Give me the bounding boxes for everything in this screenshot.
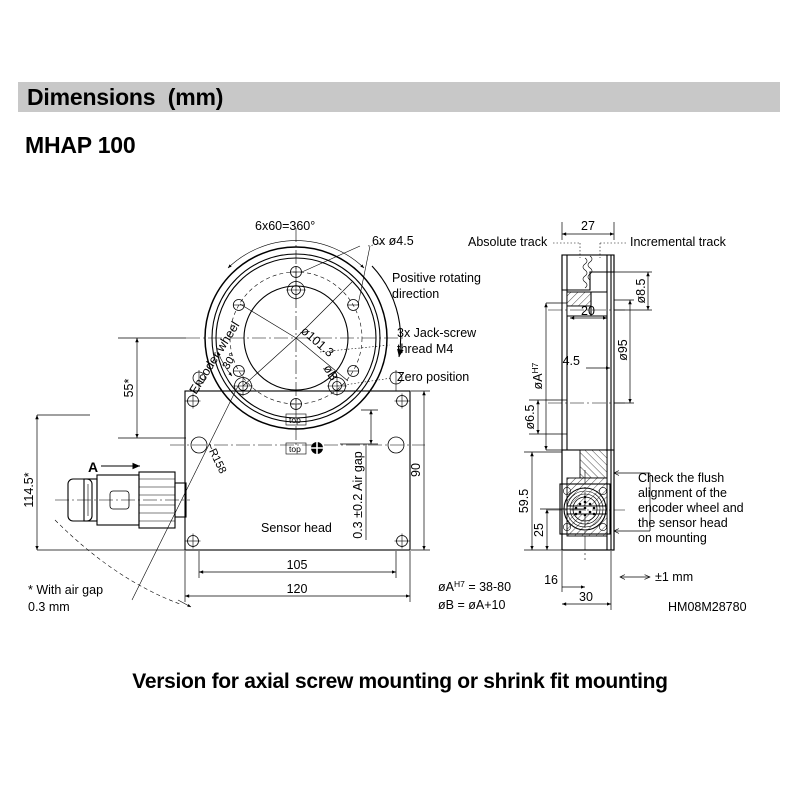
flush-alignment-callout: Check the flush alignment of the encoder…	[614, 471, 744, 545]
flush-note-line3: encoder wheel and	[638, 501, 744, 515]
front-view-dimensions: 114.5* 55* 105 120 90	[22, 337, 430, 602]
absolute-track-label: Absolute track	[468, 235, 548, 249]
model-name-title: MHAP 100	[25, 132, 136, 158]
top-marker-upper-text: top	[289, 415, 301, 425]
top-marker-lower-text: top	[289, 444, 301, 454]
incremental-track-label: Incremental track	[630, 235, 727, 249]
side-section-view	[548, 254, 625, 560]
flush-note-line2: alignment of the	[638, 486, 727, 500]
dim-120-label: 120	[287, 582, 308, 596]
dia-6-5-label: ø6.5	[523, 404, 537, 429]
flush-note-line1: Check the flush	[638, 471, 724, 485]
top-marker-upper: top	[285, 413, 307, 426]
dia-a-range-note: øAH7 = 38-80	[438, 579, 511, 594]
dim-25-label: 25	[532, 523, 546, 537]
cable-connector: A	[55, 459, 190, 529]
encoder-wheel: 30° ø101.3 øB Encoder wheel top top	[186, 228, 406, 457]
dim-55-label: 55*	[122, 378, 136, 397]
dia-8-5-label: ø8.5	[634, 278, 648, 303]
dia-b-label: øB	[320, 362, 340, 383]
drawing-caption: Version for axial screw mounting or shri…	[132, 670, 668, 693]
side-view-dimensions: 27 20 4.5 ø8.5 ø95 øAH7	[517, 219, 693, 610]
six-by-sixty-label: 6x60=360°	[255, 219, 315, 233]
radius-158-label: ~R158	[203, 441, 228, 476]
jack-screw-label-line1: 3x Jack-screw	[397, 326, 477, 340]
bottom-notes: øAH7 = 38-80 øB = øA+10 HM08M28780	[438, 579, 747, 614]
dim-59-5-label: 59.5	[517, 489, 531, 513]
drawing-number: HM08M28780	[668, 600, 747, 614]
section-arrow-a-label: A	[88, 459, 98, 475]
sensor-head-body: Sensor head	[170, 370, 425, 551]
flush-note-line5: on mounting	[638, 531, 707, 545]
zero-position-label: Zero position	[397, 370, 469, 384]
dimensions-header-bar	[18, 82, 780, 112]
flush-note-line4: the sensor head	[638, 516, 728, 530]
track-labels: Absolute track Incremental track	[468, 235, 727, 258]
encoder-wheel-holes-6x	[232, 266, 360, 410]
positive-rotating-direction-label: direction	[392, 287, 439, 301]
dim-30-label: 30	[579, 590, 593, 604]
dia-a-h7-label: øAH7	[530, 362, 545, 389]
dim-27-label: 27	[581, 219, 595, 233]
air-gap-label: 0.3 ±0.2 Air gap	[351, 451, 365, 539]
footnote-line1: * With air gap	[28, 583, 103, 597]
dia-95-label: ø95	[616, 339, 630, 361]
dimensions-header-title: Dimensions (mm)	[27, 84, 224, 110]
tolerance-label: ±1 mm	[655, 570, 693, 584]
dim-20-label: 20	[581, 304, 595, 318]
positive-rotating-label: Positive rotating	[392, 271, 481, 285]
sensor-head-label: Sensor head	[261, 521, 332, 535]
dia-101-3-label: ø101.3	[298, 324, 337, 360]
dim-90-label: 90	[409, 463, 423, 477]
six-holes-label: 6x ø4.5	[372, 234, 414, 248]
footnote-line2: 0.3 mm	[28, 600, 70, 614]
jack-screw-label-line2: thread M4	[397, 342, 453, 356]
dia-b-formula-note: øB = øA+10	[438, 598, 505, 612]
mounting-screw-holes	[185, 393, 410, 549]
dim-114-5-label: 114.5*	[22, 472, 36, 507]
top-marker-lower: top	[285, 439, 326, 457]
dim-105-label: 105	[287, 558, 308, 572]
radius-158-line: ~R158	[54, 385, 239, 608]
dim-4-5-label: 4.5	[563, 354, 580, 368]
front-view-leaders: 6x ø4.5 6x60=360° Positive rotating dire…	[255, 219, 481, 387]
dim-16-label: 16	[544, 573, 558, 587]
